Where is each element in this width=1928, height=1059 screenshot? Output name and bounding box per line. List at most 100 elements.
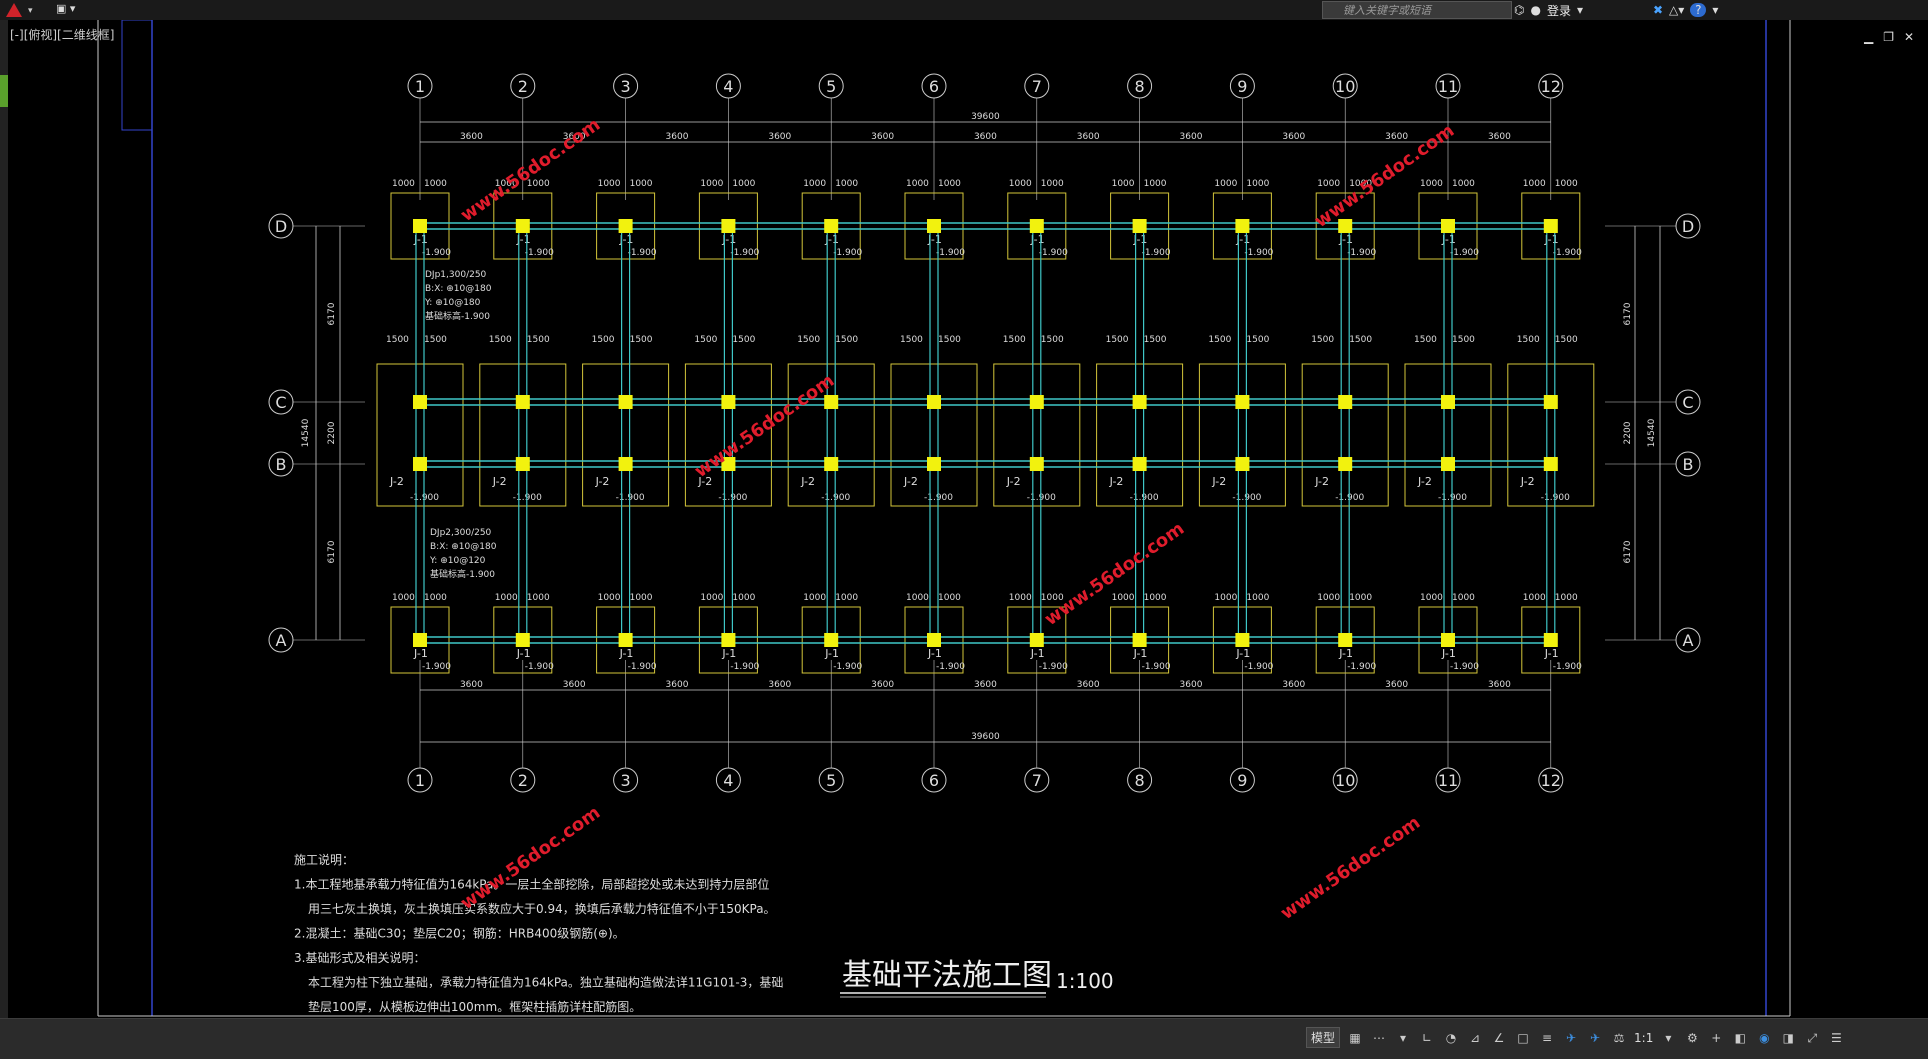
column-square xyxy=(1441,457,1455,471)
user-icon[interactable]: ● xyxy=(1530,3,1541,17)
footing-j1-label: J-1 xyxy=(927,233,942,246)
model-space-tab[interactable]: 模型 xyxy=(1306,1027,1341,1048)
column-square xyxy=(824,633,839,647)
dimension-text: 6170 xyxy=(1623,302,1633,325)
footing-dim-text: 1500 xyxy=(732,335,755,345)
footing-elev-label: -1.900 xyxy=(1450,248,1479,258)
hardware-accel-icon[interactable]: ◉ xyxy=(1759,1030,1770,1045)
construction-note-line: 用三七灰土换填，灰土换填压实系数应大于0.94，换填后承载力特征值不小于150K… xyxy=(308,901,776,916)
footing-elev-label: -1.900 xyxy=(833,662,862,672)
login-link[interactable]: 登录 xyxy=(1546,3,1571,18)
help-dropdown-icon[interactable]: ▾ xyxy=(1712,3,1719,17)
footing-j2-label: J-2 xyxy=(1417,475,1432,488)
footing-dim-text: 1500 xyxy=(630,335,653,345)
chevron-down-icon[interactable]: ▾ xyxy=(1665,1030,1672,1045)
viewport-controls-label[interactable]: [-][俯视][二维线框] xyxy=(10,28,115,42)
column-square xyxy=(824,457,839,471)
column-square xyxy=(721,395,736,409)
footing-elev-label: -1.900 xyxy=(833,248,862,258)
chevron-down-icon[interactable]: ▾ xyxy=(69,2,76,15)
settings-gear-icon[interactable]: ⚙ xyxy=(1686,1030,1698,1045)
grid-icon[interactable]: ▦ xyxy=(1349,1030,1361,1045)
footing-j1-label: J-1 xyxy=(721,647,736,660)
footing-j1-label: J-1 xyxy=(413,233,428,246)
footing-elev-label: -1.900 xyxy=(1232,493,1261,503)
left-edge-marker xyxy=(0,75,8,107)
footing-j2 xyxy=(1096,363,1184,507)
ortho-icon[interactable]: ∟ xyxy=(1421,1030,1433,1045)
object-track-icon[interactable]: ∠ xyxy=(1493,1030,1505,1045)
grid-row-label: C xyxy=(275,393,286,412)
selection-icon[interactable]: □ xyxy=(1517,1030,1529,1045)
footing-dim-text: 1000 xyxy=(803,593,826,603)
exchange-icon[interactable]: ✖ xyxy=(1652,3,1664,17)
network-icon[interactable]: △▾ xyxy=(1669,3,1685,17)
grid-row-label: A xyxy=(1683,631,1694,650)
footing-elev-label: -1.900 xyxy=(936,248,965,258)
annotation-autoscale-icon[interactable]: ✈ xyxy=(1589,1030,1601,1045)
footing-dim-text: 1000 xyxy=(1112,593,1135,603)
footing-j1 xyxy=(390,606,450,674)
footing-dim-text: 1000 xyxy=(1246,179,1269,189)
bay-dimension-text: 3600 xyxy=(974,132,997,142)
footing-j1-label: J-1 xyxy=(413,647,428,660)
footing-dim-text: 1000 xyxy=(424,179,447,189)
footing-dim-text: 1000 xyxy=(938,593,961,603)
polar-icon[interactable]: ◔ xyxy=(1445,1030,1457,1045)
footing-j1-label: J-1 xyxy=(824,647,839,660)
clean-screen-icon[interactable]: ⤢ xyxy=(1807,1030,1818,1045)
footing-dim-text: 1000 xyxy=(1420,179,1443,189)
save-icon[interactable]: ▣ xyxy=(56,2,67,15)
construction-note-line: 1.本工程地基承载力特征值为164kPa。一层土全部挖除，局部超挖处或未达到持力… xyxy=(294,877,769,892)
footing-elev-label: -1.900 xyxy=(1335,493,1364,503)
help-icon[interactable]: ? xyxy=(1690,3,1707,17)
grid-column-label: 4 xyxy=(723,77,733,96)
column-square xyxy=(1132,219,1147,233)
footing-j2-label: J-2 xyxy=(1109,475,1124,488)
annotation-scale-icon[interactable]: ⚖ xyxy=(1613,1030,1625,1045)
footing-j2 xyxy=(1301,363,1389,507)
column-square xyxy=(1132,633,1147,647)
annotation-visibility-icon[interactable]: ✈ xyxy=(1565,1030,1577,1045)
quick-access-toolbar[interactable]: ▣ ▾ xyxy=(56,2,92,18)
bay-dimension-text: 3600 xyxy=(1077,680,1100,690)
grid-column-label: 4 xyxy=(723,771,733,790)
osnap-icon[interactable]: ⊿ xyxy=(1469,1030,1481,1045)
snap-icon[interactable]: ⋯ xyxy=(1373,1030,1386,1045)
column-square xyxy=(1441,219,1455,233)
grid-column-label: 10 xyxy=(1335,771,1355,790)
annotation-scale-value[interactable]: 1:1 xyxy=(1634,1030,1654,1045)
chevron-down-icon[interactable]: ▾ xyxy=(1400,1030,1407,1045)
grid-column-label: 9 xyxy=(1237,77,1247,96)
isolate-icon[interactable]: ◧ xyxy=(1734,1030,1746,1045)
bay-dimension-text: 3600 xyxy=(1385,132,1408,142)
construction-note-line: 施工说明： xyxy=(294,852,354,867)
login-dropdown-icon[interactable]: ▾ xyxy=(1576,3,1584,17)
column-square xyxy=(515,457,530,471)
footing-annotation-djp1: DJp1,300/250 xyxy=(425,270,487,280)
footing-elev-label: -1.900 xyxy=(1142,662,1171,672)
add-icon[interactable]: + xyxy=(1711,1030,1722,1045)
application-menu-button[interactable]: ▾ xyxy=(0,0,40,20)
close-icon[interactable]: ✕ xyxy=(1904,30,1915,44)
footing-dim-text: 1000 xyxy=(527,179,550,189)
footing-j1-label: J-1 xyxy=(1544,233,1559,246)
search-input[interactable]: 键入关键字或短语 xyxy=(1322,1,1512,19)
footing-elev-label: -1.900 xyxy=(525,662,554,672)
footing-annotation-djp1: Y: ⊕10@180 xyxy=(424,298,481,308)
customize-icon[interactable]: ☰ xyxy=(1830,1030,1842,1045)
bay-dimension-text: 3600 xyxy=(871,680,894,690)
binoculars-icon[interactable]: ⌬ xyxy=(1514,3,1525,17)
minimize-icon[interactable]: ▁ xyxy=(1864,30,1874,44)
column-square xyxy=(1235,633,1250,647)
bay-dimension-text: 3600 xyxy=(1180,132,1203,142)
restore-icon[interactable]: ❐ xyxy=(1883,30,1894,44)
footing-annotation-djp1: B:X: ⊕10@180 xyxy=(425,284,492,294)
footing-dim-text: 1500 xyxy=(424,335,447,345)
isolate-objects-icon[interactable]: ◨ xyxy=(1782,1030,1794,1045)
bay-dimension-text: 3600 xyxy=(460,680,483,690)
lineweight-icon[interactable]: ≡ xyxy=(1541,1030,1553,1045)
footing-dim-text: 1000 xyxy=(1009,179,1032,189)
